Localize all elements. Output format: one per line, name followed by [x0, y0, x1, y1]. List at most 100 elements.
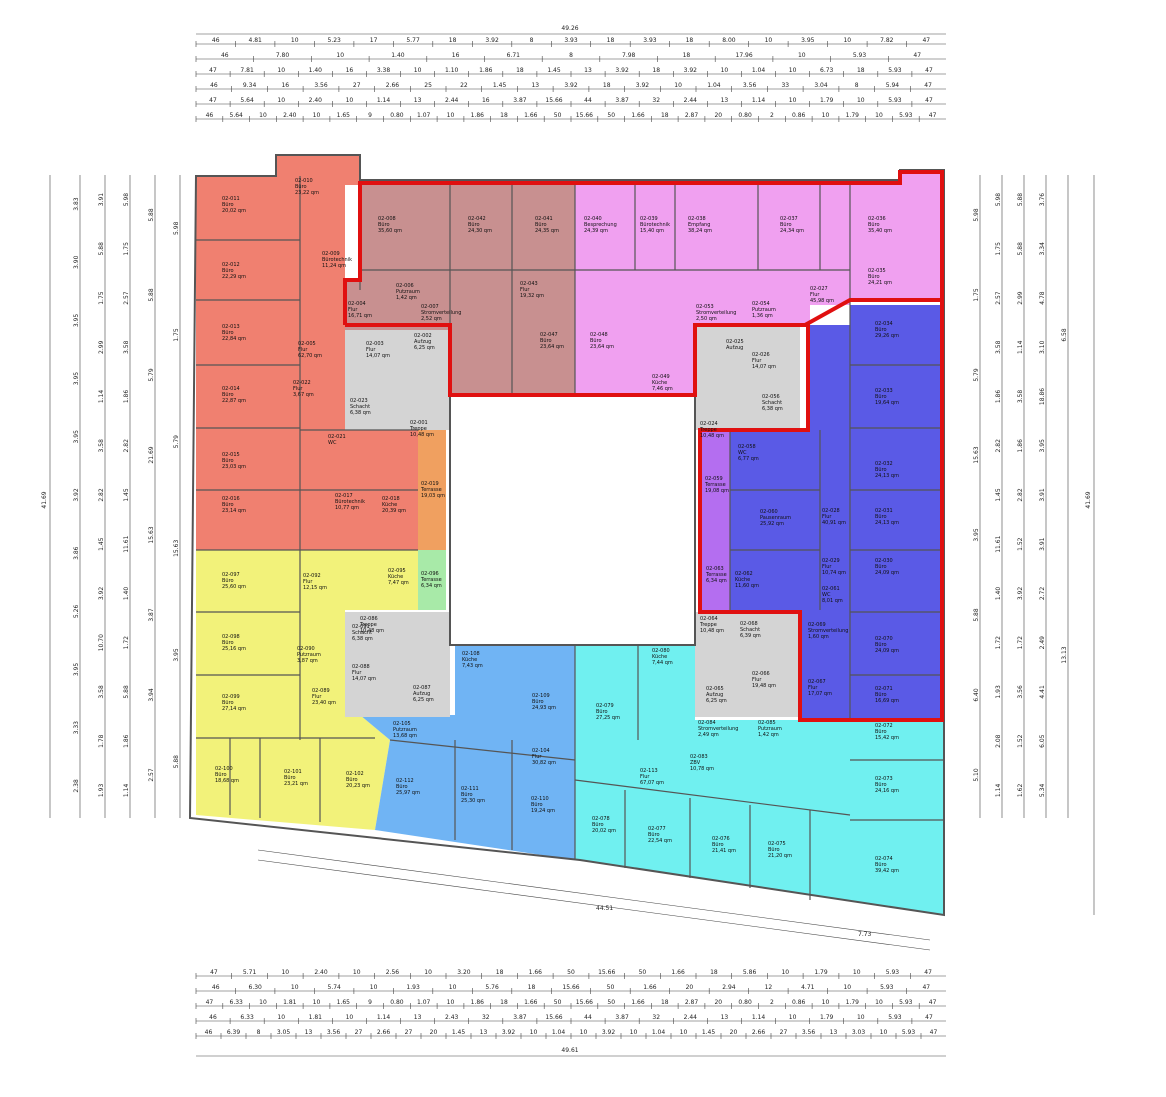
dim-label: 5.34 — [1039, 784, 1046, 798]
dim-label: 4.41 — [1039, 685, 1046, 699]
room-area: 16,69 qm — [875, 698, 899, 704]
dim-label: 15.66 — [598, 969, 615, 976]
room-type: Bürotechnik — [322, 257, 352, 263]
room-type: Küche — [735, 577, 750, 583]
room-id: 02-073 — [875, 776, 893, 782]
dim-label: 10 — [530, 1029, 538, 1036]
room-area: 11,60 qm — [735, 583, 759, 589]
room-id: 02-021 — [328, 434, 346, 440]
dim-label: 5.93 — [886, 969, 900, 976]
room-type: ZBV — [690, 760, 701, 766]
room-id: 02-042 — [468, 216, 486, 222]
dim-label: 10 — [313, 999, 321, 1006]
dim-label: 3.92 — [73, 488, 80, 502]
room-type: WC — [738, 450, 747, 456]
room-area: 24,09 qm — [875, 648, 899, 654]
red-highlight — [343, 170, 944, 722]
room-id: 02-053 — [696, 304, 714, 310]
dim-label: 47 — [922, 37, 930, 44]
room-id: 02-049 — [652, 374, 670, 380]
room-id: 02-031 — [875, 508, 893, 514]
dim-label: 7.80 — [276, 52, 290, 59]
room-id: 02-026 — [752, 352, 770, 358]
dim-label: 1.40 — [309, 67, 323, 74]
dim-label: 10 — [674, 82, 682, 89]
dim-label: 1.75 — [173, 328, 180, 342]
dim-label: 50 — [554, 999, 562, 1006]
dim-label: 5.79 — [173, 435, 180, 449]
room-area: 35,40 qm — [868, 228, 892, 234]
room-area: 1,42 qm — [396, 295, 417, 301]
dim-label: 13 — [480, 1029, 488, 1036]
core-southwest — [345, 612, 450, 717]
dim-label: 1.04 — [707, 82, 721, 89]
dim-label: 50 — [639, 969, 647, 976]
room-type: Putzraum — [393, 727, 417, 733]
dim-label: 5.88 — [1017, 242, 1024, 256]
dim-label: 5.88 — [173, 755, 180, 769]
room-type: Terrasse — [420, 487, 442, 493]
zone-orange-terrace — [418, 430, 446, 550]
dim-label: 1.72 — [995, 636, 1002, 650]
room-type: WC — [328, 440, 337, 446]
dim-label: 5.79 — [148, 368, 155, 382]
dim-label: 3.87 — [615, 1014, 629, 1021]
dim-label: 2.99 — [1017, 291, 1024, 305]
dim-label: 47 — [209, 67, 217, 74]
room-type: Büro — [284, 775, 296, 781]
dim-label: 3.20 — [457, 969, 471, 976]
dim-label: 10 — [277, 67, 285, 74]
room-area: 2,52 qm — [421, 316, 442, 322]
dim-label: 1.14 — [123, 784, 130, 798]
dim-label: 11.61 — [995, 535, 1002, 552]
dim-label: 0.80 — [738, 112, 752, 119]
room-area: 35,60 qm — [378, 228, 402, 234]
dim-label: 0.86 — [792, 999, 806, 1006]
zone-purple-terrace — [700, 430, 730, 610]
room-id: 02-104 — [532, 748, 550, 754]
dim-label: 13 — [584, 67, 592, 74]
dim-label: 47 — [929, 112, 937, 119]
room-id: 02-061 — [822, 586, 840, 592]
dim-label: 1.40 — [391, 52, 405, 59]
dim-label: 47 — [922, 984, 930, 991]
room-id: 02-099 — [222, 694, 240, 700]
dim-label: 1.45 — [547, 67, 561, 74]
room-type: Putzraum — [297, 652, 321, 658]
dim-label: 46 — [205, 1029, 213, 1036]
dim-label: 13 — [531, 82, 539, 89]
dim-label: 47 — [925, 97, 933, 104]
dim-label: 8.00 — [722, 37, 736, 44]
room-type: Schacht — [740, 627, 760, 633]
room-type: Büro — [780, 222, 792, 228]
room-id: 02-079 — [596, 703, 614, 709]
room-area: 23,22 qm — [295, 190, 319, 196]
dim-label: 6.05 — [1039, 734, 1046, 748]
room-type: Flur — [822, 564, 832, 570]
room-type: Büro — [531, 802, 543, 808]
room-area: 24,35 qm — [535, 228, 559, 234]
room-id: 02-005 — [298, 341, 316, 347]
dim-label: 3.92 — [615, 67, 629, 74]
dim-label: 18 — [500, 112, 508, 119]
dim-label: 6.33 — [230, 999, 244, 1006]
dim-label: 10 — [781, 969, 789, 976]
room-type: Bürotechnik — [640, 222, 670, 228]
overall-right-dim: 41.69 — [1085, 491, 1092, 508]
room-area: 25,97 qm — [396, 790, 420, 796]
dim-label: 5.93 — [899, 112, 913, 119]
dim-label: 10 — [291, 984, 299, 991]
dim-label: 6.30 — [249, 984, 263, 991]
room-id: 02-036 — [868, 216, 886, 222]
room-area: 7,44 qm — [652, 660, 673, 666]
room-type: Büro — [222, 392, 234, 398]
dim-label: 3.56 — [802, 1029, 816, 1036]
